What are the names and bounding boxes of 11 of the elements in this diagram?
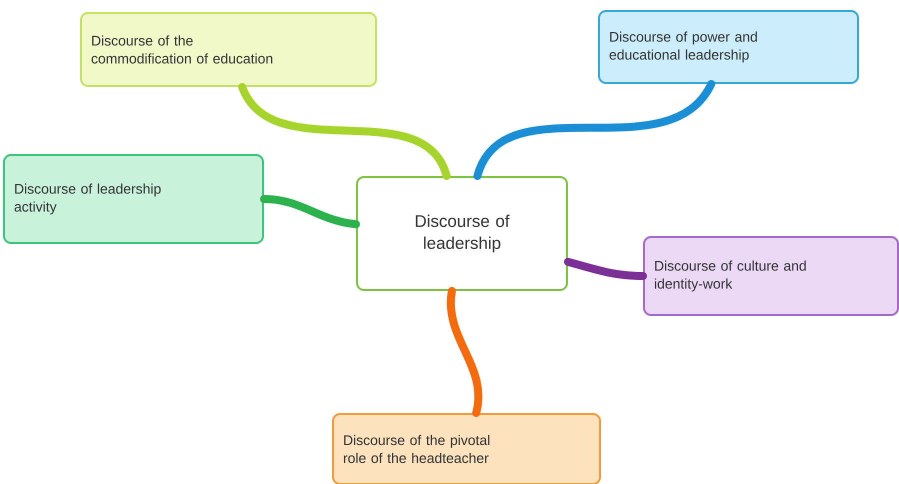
central-topic-box: Discourse of leadership <box>356 176 568 291</box>
topic-box: Discourse of leadership activity <box>3 154 264 244</box>
branch <box>238 83 451 180</box>
topic-box: Discourse of culture and identity-work <box>643 236 899 316</box>
branch <box>564 258 647 280</box>
branch <box>260 195 360 228</box>
topic-box: Discourse of the pivotal role of the headteacher <box>332 413 601 484</box>
topic-box: Discourse of power and educational leadership <box>598 10 859 84</box>
branch <box>446 287 482 417</box>
branch <box>473 80 716 180</box>
topic-box: Discourse of the commodification of education <box>80 12 377 87</box>
